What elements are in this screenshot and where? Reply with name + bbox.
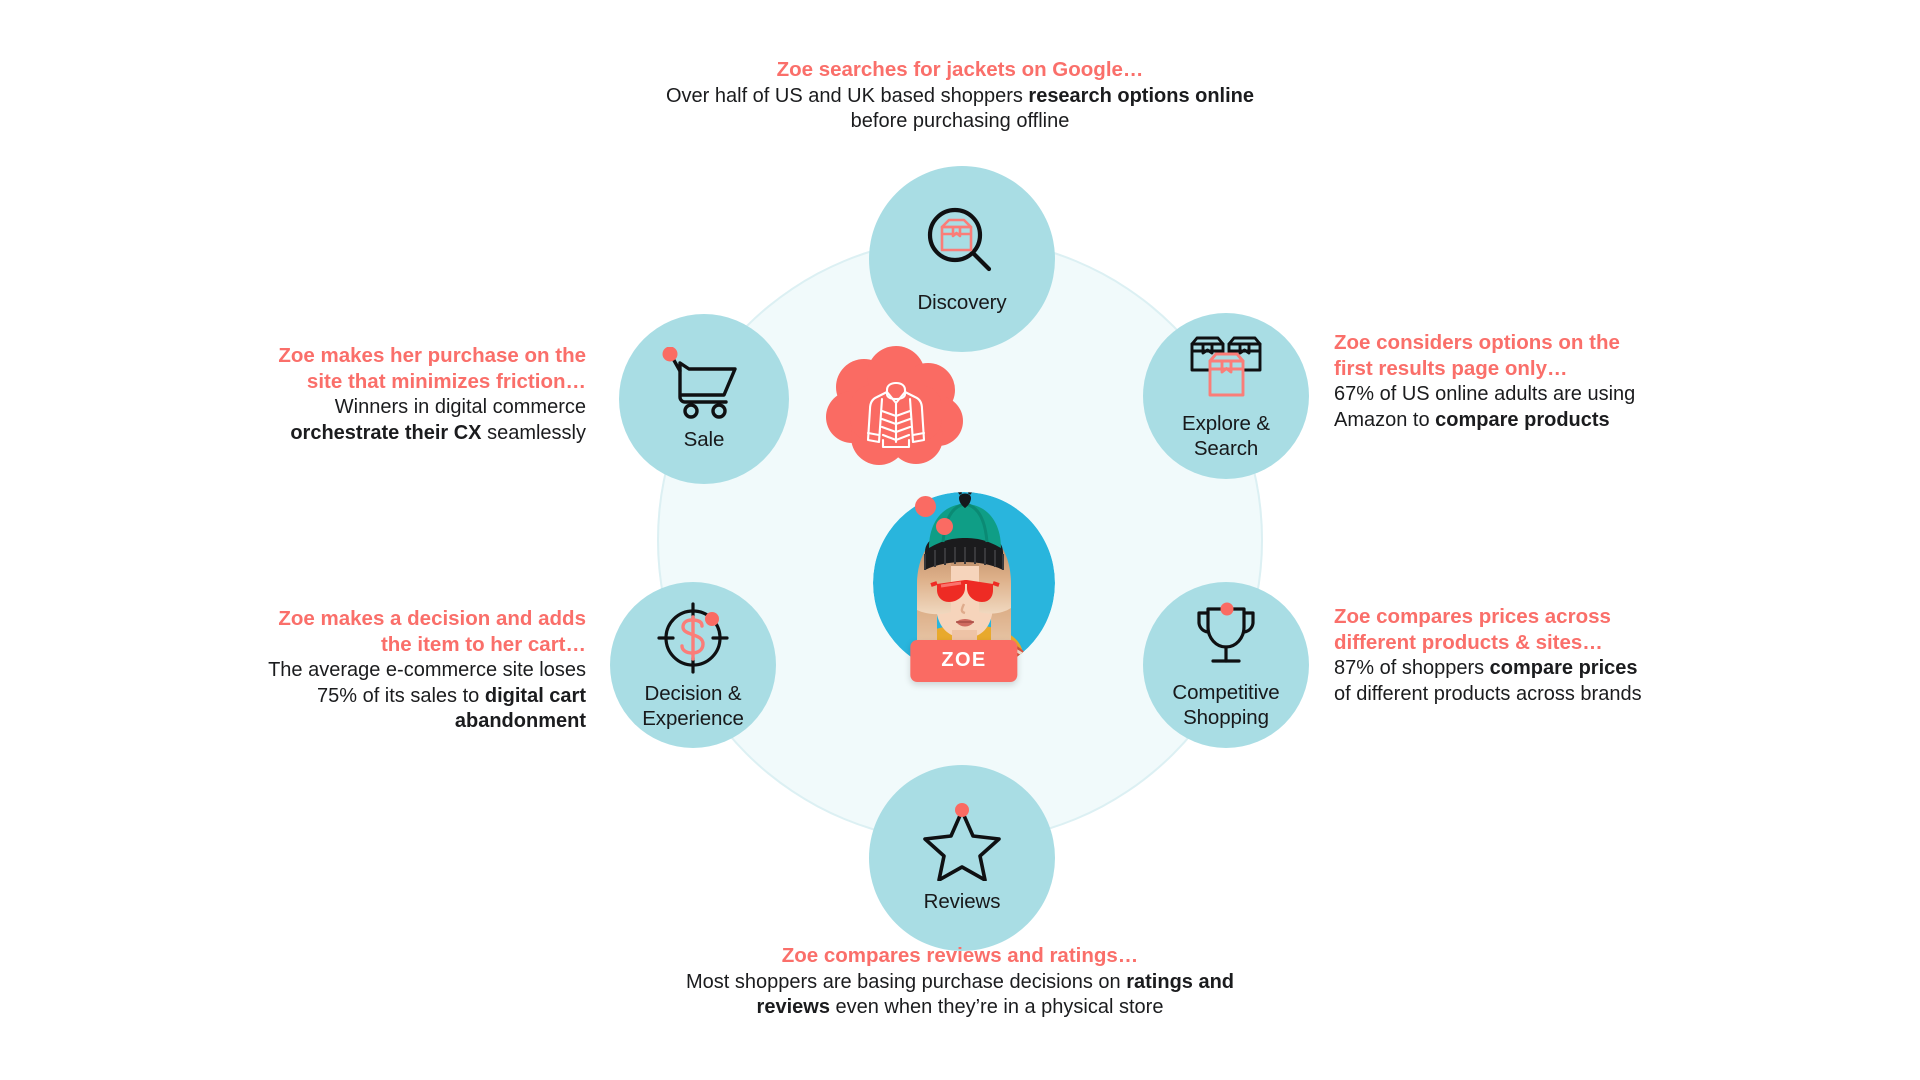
accent-dot xyxy=(1220,602,1234,615)
puffer-jacket-icon xyxy=(866,381,926,449)
callout-explore-search: Zoe considers options on the first resul… xyxy=(1334,330,1644,433)
callout-title-reviews: Zoe compares reviews and ratings… xyxy=(781,944,1139,967)
accent-dot xyxy=(955,802,969,817)
journey-node-sale[interactable]: Sale xyxy=(619,314,789,484)
journey-node-competitive-shopping[interactable]: Competitive Shopping xyxy=(1143,582,1309,748)
callout-body-competitive-shopping: 87% of shoppers compare prices of differ… xyxy=(1334,657,1642,705)
accent-dot xyxy=(705,611,719,626)
journey-node-discovery[interactable]: Discovery xyxy=(869,166,1055,352)
callout-body-reviews: Most shoppers are basing purchase decisi… xyxy=(685,970,1235,1019)
callout-title-explore-search: Zoe considers options on the first resul… xyxy=(1334,331,1620,380)
callout-sale: Zoe makes her purchase on the site that … xyxy=(250,343,586,446)
callout-title-discovery: Zoe searches for jackets on Google… xyxy=(776,58,1144,81)
journey-node-label-decision-experience: Decision & Experience xyxy=(642,681,744,730)
callout-reviews: Zoe compares reviews and ratings… Most s… xyxy=(660,943,1260,1021)
callout-body-sale: Winners in digital commerce orchestrate … xyxy=(290,396,586,444)
thought-cloud xyxy=(824,345,968,471)
persona-name-badge: ZOE xyxy=(910,640,1018,682)
journey-node-label-explore-search: Explore & Search xyxy=(1182,411,1270,460)
three-boxes-icon xyxy=(1186,332,1266,406)
accent-dot xyxy=(662,346,678,361)
callout-title-decision-experience: Zoe makes a decision and adds the item t… xyxy=(278,607,586,656)
callout-title-competitive-shopping: Zoe compares prices across different pro… xyxy=(1334,605,1611,654)
trophy-icon xyxy=(1189,601,1263,675)
callout-body-discovery: Over half of US and UK based shoppers re… xyxy=(665,84,1255,133)
magnifier-box-icon xyxy=(923,204,1001,282)
callout-body-decision-experience: The average e-commerce site loses 75% of… xyxy=(268,659,586,732)
callout-discovery: Zoe searches for jackets on Google… Over… xyxy=(660,57,1260,135)
journey-node-label-sale: Sale xyxy=(683,427,725,451)
accent-dot-small xyxy=(936,518,953,535)
persona-avatar[interactable]: ZOE xyxy=(873,492,1055,682)
callout-decision-experience: Zoe makes a decision and adds the item t… xyxy=(250,606,586,735)
journey-node-decision-experience[interactable]: Decision & Experience xyxy=(610,582,776,748)
callout-body-explore-search: 67% of US online adults are using Amazon… xyxy=(1334,383,1636,431)
journey-node-label-reviews: Reviews xyxy=(923,889,1001,913)
shopping-cart-icon xyxy=(662,346,746,421)
journey-node-explore-search[interactable]: Explore & Search xyxy=(1143,313,1309,479)
journey-node-reviews[interactable]: Reviews xyxy=(869,765,1055,951)
journey-node-label-discovery: Discovery xyxy=(917,290,1007,314)
target-dollar-icon xyxy=(655,600,731,676)
callout-competitive-shopping: Zoe compares prices across different pro… xyxy=(1334,604,1644,707)
journey-node-label-competitive-shopping: Competitive Shopping xyxy=(1172,680,1280,729)
star-icon xyxy=(921,802,1003,882)
callout-title-sale: Zoe makes her purchase on the site that … xyxy=(278,344,586,393)
accent-dot-large xyxy=(915,496,936,517)
